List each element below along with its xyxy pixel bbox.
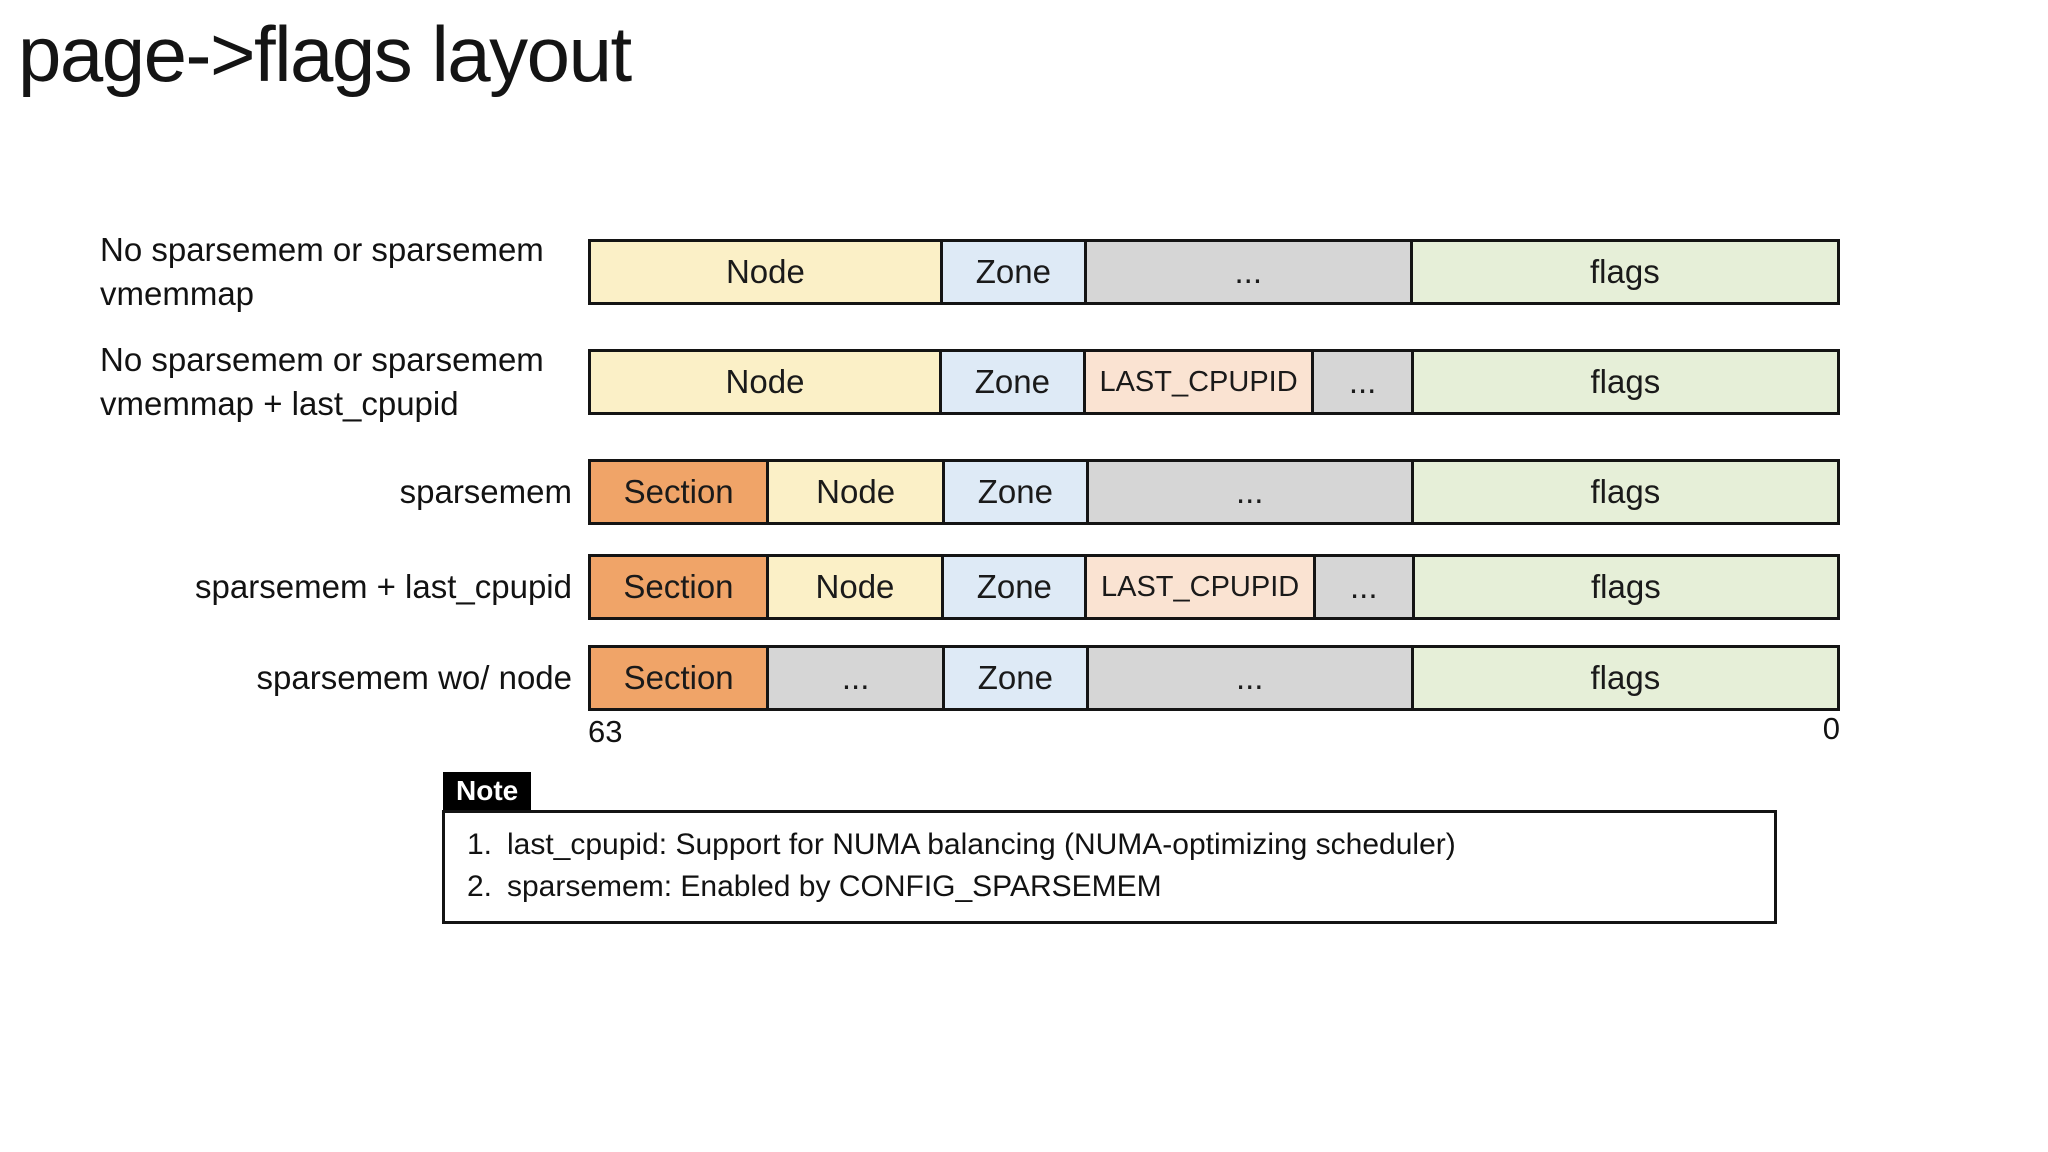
segment-flags: flags	[1411, 557, 1837, 617]
note-item-number: 1.	[467, 828, 493, 861]
segment-node: Node	[766, 462, 942, 522]
note-tab: Note	[443, 772, 532, 812]
segment-zone: Zone	[942, 462, 1086, 522]
segment-zone: Zone	[938, 352, 1083, 412]
page-title: page->flags layout	[18, 10, 632, 98]
segment-dots: ...	[1083, 242, 1410, 302]
note-item-text: sparsemem: Enabled by CONFIG_SPARSEMEM	[507, 870, 1162, 903]
segment-last_cpupid: LAST_CPUPID	[1082, 352, 1312, 412]
segment-dots: ...	[1085, 648, 1411, 708]
segment-last_cpupid: LAST_CPUPID	[1084, 557, 1313, 617]
note-item: 2. sparsemem: Enabled by CONFIG_SPARSEMEM	[445, 866, 1764, 908]
segment-section: Section	[591, 557, 766, 617]
note-item-number: 2.	[467, 870, 493, 903]
bit-position-0: 0	[1822, 711, 1840, 746]
note-box: 1. last_cpupid: Support for NUMA balancin…	[442, 810, 1777, 924]
bit-position-63: 63	[588, 714, 623, 749]
note-item: 1. last_cpupid: Support for NUMA balancin…	[445, 824, 1764, 866]
segment-section: Section	[591, 648, 767, 708]
segment-flags: flags	[1410, 462, 1838, 522]
segment-node: Node	[765, 557, 942, 617]
note-item-text: last_cpupid: Support for NUMA balancing …	[507, 828, 1456, 861]
segment-node: Node	[591, 242, 940, 302]
row-label: sparsemem + last_cpupid	[195, 568, 572, 606]
segment-dots: ...	[1312, 557, 1412, 617]
segment-dots: ...	[1085, 462, 1411, 522]
segment-flags: flags	[1410, 648, 1838, 708]
segment-node: Node	[591, 352, 939, 412]
note-list: 1. last_cpupid: Support for NUMA balancin…	[445, 824, 1764, 908]
segment-dots: ...	[766, 648, 942, 708]
row-label: sparsemem	[399, 473, 572, 511]
segment-zone: Zone	[942, 648, 1086, 708]
segment-zone: Zone	[941, 557, 1085, 617]
field-bar: Section...Zone...flags	[588, 645, 1840, 711]
segment-flags: flags	[1410, 352, 1837, 412]
segment-flags: flags	[1409, 242, 1837, 302]
segment-zone: Zone	[939, 242, 1084, 302]
segment-dots: ...	[1311, 352, 1411, 412]
segment-section: Section	[591, 462, 767, 522]
row-label: sparsemem wo/ node	[256, 659, 572, 697]
